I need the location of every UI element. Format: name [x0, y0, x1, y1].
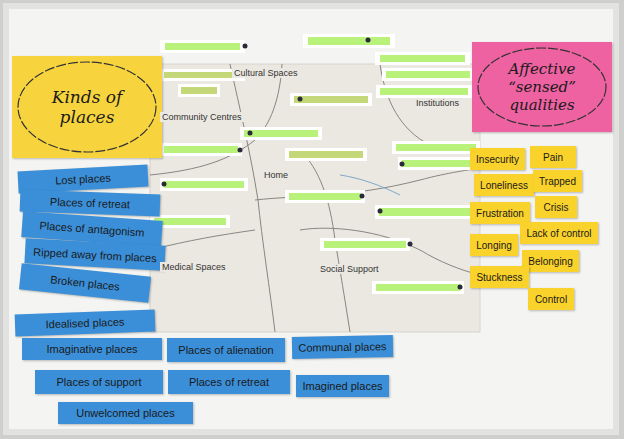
quality-note: Trapped [533, 170, 582, 192]
note-text: Kinds of places [34, 87, 140, 127]
note-text: Unwelcomed places [76, 407, 174, 419]
note-text: Belonging [528, 256, 572, 267]
quality-note: Frustration [470, 202, 530, 224]
map-label: Social Support [318, 264, 381, 274]
note-text: Imaginative places [46, 343, 137, 355]
category-strip: Imaginative places [22, 338, 162, 360]
note-text: Trapped [539, 176, 576, 187]
note-text: Places of support [57, 376, 142, 388]
map-label: Community Centres [160, 112, 244, 122]
note-text: Idealised places [45, 316, 124, 331]
map-label: Institutions [414, 98, 461, 108]
quality-note: Lack of control [520, 222, 598, 244]
category-strip: Places of retreat [168, 370, 290, 394]
note-text: Imagined places [302, 380, 382, 392]
quote-strips [150, 34, 482, 294]
note-text: Frustration [476, 208, 524, 219]
note-text: Affective “sensed” qualities [494, 60, 590, 114]
quality-note: Stuckness [470, 266, 529, 288]
note-text: Places of antagonism [39, 219, 145, 238]
map-label: Cultural Spaces [232, 68, 300, 78]
note-text: Lack of control [526, 228, 591, 239]
quality-note: Insecurity [470, 148, 525, 170]
push-pins [162, 38, 463, 290]
note-text: Places of alienation [178, 344, 273, 356]
note-text: Loneliness [480, 180, 528, 191]
heading-note: Kinds of places [12, 56, 162, 158]
category-strip: Places of support [35, 370, 163, 394]
note-text: Places of retreat [50, 196, 130, 211]
map-sketch [150, 64, 480, 332]
category-strip: Lost places [18, 165, 149, 194]
note-text: Lost places [55, 172, 111, 187]
category-strip: Unwelcomed places [58, 402, 193, 424]
note-text: Crisis [544, 202, 569, 213]
quality-note: Longing [470, 234, 518, 256]
category-strip: Imagined places [296, 375, 389, 397]
map-label: Medical Spaces [160, 262, 228, 272]
note-text: Pain [543, 152, 563, 163]
category-strip: Places of alienation [167, 338, 285, 362]
note-text: Longing [476, 240, 512, 251]
note-text: Ripped away from places [33, 245, 157, 263]
heading-note: Affective “sensed” qualities [472, 42, 612, 132]
quality-note: Crisis [535, 196, 577, 218]
quality-note: Belonging [522, 250, 579, 272]
quality-note: Control [528, 288, 574, 310]
board-frame [6, 6, 616, 432]
note-text: Control [535, 294, 567, 305]
category-strip: Communal places [292, 335, 393, 359]
map-label: Home [262, 170, 290, 180]
category-strip: Idealised places [15, 310, 156, 337]
note-text: Communal places [298, 340, 386, 354]
note-text: Stuckness [476, 272, 522, 283]
note-text: Places of retreat [189, 376, 269, 388]
paper-sheet [150, 64, 480, 332]
note-text: Insecurity [476, 154, 519, 165]
category-strip: Broken places [19, 263, 151, 302]
quality-note: Pain [530, 146, 576, 168]
quality-note: Loneliness [474, 174, 534, 196]
note-text: Broken places [50, 273, 121, 292]
